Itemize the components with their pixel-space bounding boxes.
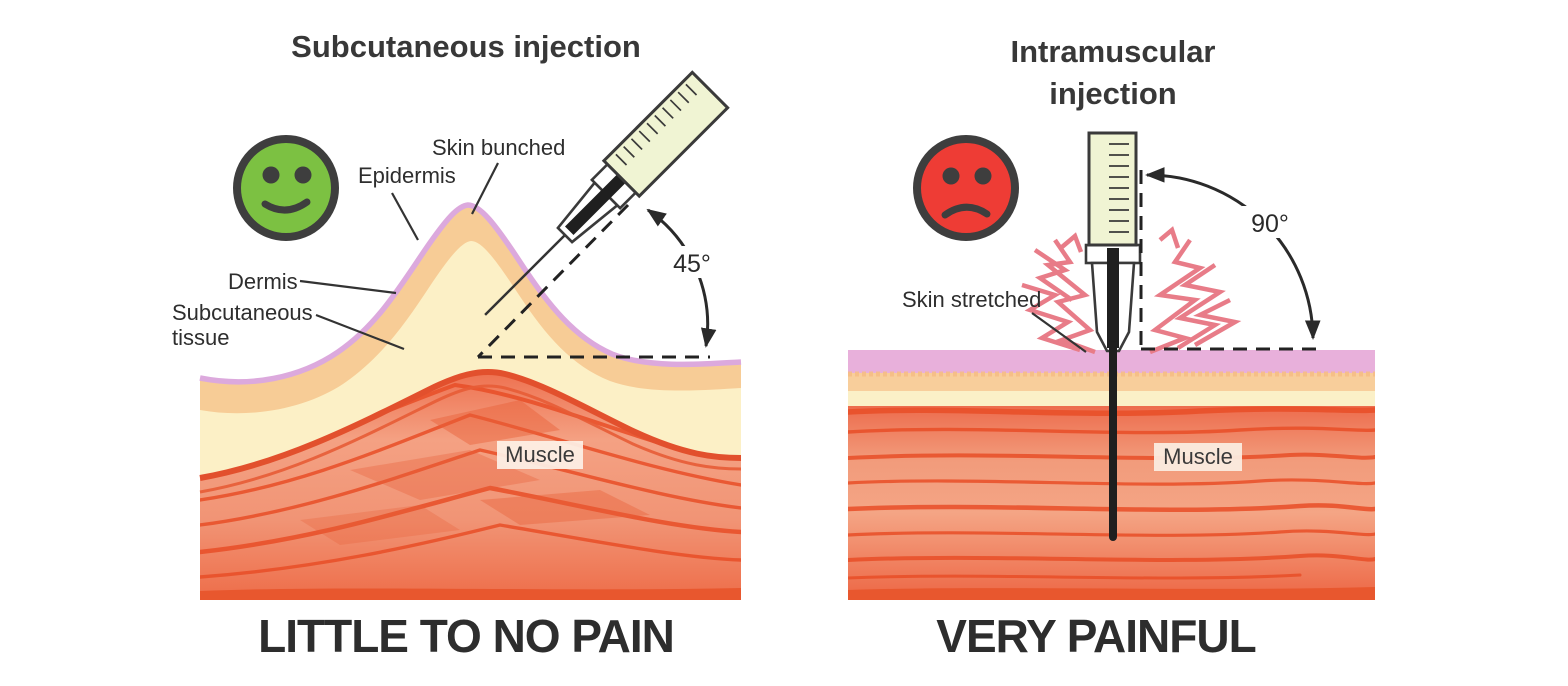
sad-face-eye-right	[974, 167, 992, 185]
subcutaneous-leader	[315, 313, 405, 351]
right-syringe-scale-ticks	[1109, 143, 1129, 233]
subcutaneous-label-line2: tissue	[172, 325, 229, 350]
happy-face-eye-left	[262, 166, 280, 184]
sad-face-circle	[913, 135, 1019, 241]
epidermis-leader	[391, 192, 419, 241]
right-panel-title-line2: injection	[1049, 76, 1176, 111]
left-muscle-bottom-edge	[200, 588, 741, 600]
right-muscle-label-bg	[1154, 443, 1242, 471]
happy-face-icon	[233, 135, 339, 241]
sad-face-icon	[913, 135, 1019, 241]
left-dashed-needle-axis	[476, 203, 630, 359]
left-angle-label-bg	[666, 246, 718, 278]
left-muscle-striations	[200, 382, 741, 579]
left-angle-label: 45°	[673, 250, 711, 278]
left-skin-cross-section	[199, 202, 742, 600]
left-caption: LITTLE TO NO PAIN	[258, 610, 674, 662]
left-muscle-label-bg	[497, 441, 583, 469]
left-muscle-label: Muscle	[505, 442, 575, 467]
right-syringe-plunger-rod	[1107, 248, 1119, 348]
left-syringe-scale-ticks	[615, 83, 698, 166]
epidermis-label: Epidermis	[358, 163, 456, 188]
happy-face-smile	[261, 198, 311, 214]
dermis-leader	[299, 279, 397, 295]
left-muscle-outline-echo	[199, 384, 742, 494]
sad-face-eye-left	[942, 167, 960, 185]
left-epidermis-edge	[199, 202, 742, 385]
right-caption: VERY PAINFUL	[936, 610, 1255, 662]
right-angle-label: 90°	[1251, 210, 1289, 238]
left-needle	[484, 234, 566, 316]
skin-stretched-leader	[1031, 312, 1087, 353]
left-syringe-plunger-rod	[565, 170, 630, 235]
left-syringe-barrel	[601, 70, 730, 199]
right-muscle-bottom-edge	[848, 587, 1375, 600]
right-panel-title-line1: Intramuscular	[1010, 34, 1215, 69]
subcutaneous-label-line1: Subcutaneous	[172, 300, 313, 325]
happy-face-eye-right	[294, 166, 312, 184]
skin-bunched-leader	[471, 162, 499, 215]
right-panel-intramuscular: 90° Intramuscular injection Skin stretch…	[848, 34, 1375, 662]
skin-bunched-label: Skin bunched	[432, 135, 565, 160]
left-muscle-outline	[199, 369, 742, 481]
sad-face-frown	[941, 203, 991, 219]
dermis-label: Dermis	[228, 269, 298, 294]
left-syringe	[484, 70, 730, 316]
right-angle-arc	[1145, 167, 1321, 340]
happy-face-circle	[233, 135, 339, 241]
right-syringe	[1084, 131, 1142, 541]
right-muscle-label: Muscle	[1163, 444, 1233, 469]
right-syringe-barrel	[1087, 131, 1138, 247]
skin-stretched-label: Skin stretched	[902, 287, 1041, 312]
left-panel-subcutaneous: 45° Subcutaneous injection Skin bunched …	[172, 29, 742, 662]
right-angle-label-bg	[1242, 206, 1298, 238]
left-panel-title: Subcutaneous injection	[291, 29, 641, 64]
